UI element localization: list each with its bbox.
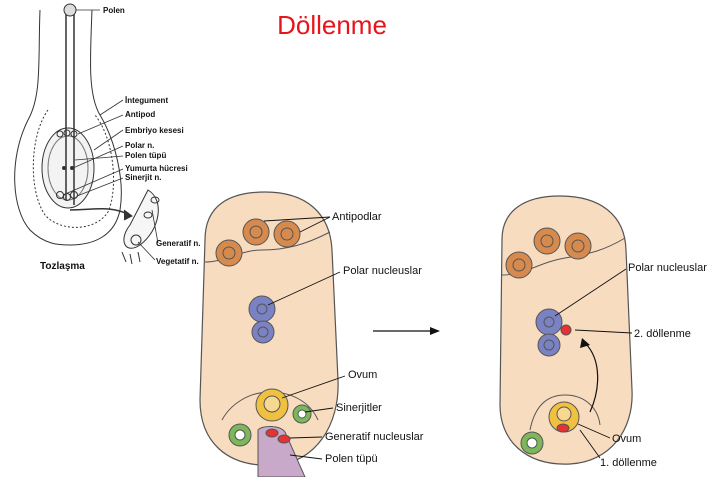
label-tozlasma: Tozlaşma (40, 261, 85, 272)
polar-nucleus (63, 167, 66, 170)
transition-arrow (373, 327, 440, 335)
left-embryo-sac (200, 192, 338, 477)
label-sinerjit-n: Sinerjit n. (125, 173, 161, 182)
right-sperm-nucleus-egg (557, 424, 569, 432)
pollen-grain (64, 4, 76, 16)
label-left-polen-tupu: Polen tüpü (325, 453, 378, 465)
label-right-ovum: Ovum (612, 433, 641, 445)
right-ovum (549, 402, 579, 432)
label-polar-n: Polar n. (125, 141, 154, 150)
label-embriyo-kesesi: Embriyo kesesi (125, 126, 184, 135)
ovule-outer-wall (15, 10, 122, 245)
label-vegetatif-n: Vegetatif n. (156, 257, 199, 266)
embryo-sac (42, 128, 94, 208)
label-antipodlar: Antipodlar (332, 211, 382, 223)
left-ovum (256, 389, 288, 421)
label-yumurta-hucresi: Yumurta hücresi (125, 164, 188, 173)
label-integument: İntegument (125, 96, 168, 105)
label-generatif-n: Generatif n. (156, 239, 200, 248)
label-birinci-dollenme: 1. döllenme (600, 457, 657, 469)
right-embryo-sac (500, 196, 632, 464)
label-polen: Polen (103, 6, 125, 15)
label-left-ovum: Ovum (348, 369, 377, 381)
label-right-polar-nucleuslar: Polar nucleuslar (628, 262, 707, 274)
label-ikinci-dollenme: 2. döllenme (634, 328, 691, 340)
label-polen-tupu: Polen tüpü (125, 151, 166, 160)
label-sinerjitler: Sinerjitler (336, 402, 382, 414)
label-left-polar-nucleuslar: Polar nucleuslar (343, 265, 422, 277)
label-generatif-nucleuslar: Generatif nucleuslar (325, 431, 424, 443)
label-antipod: Antipod (125, 110, 155, 119)
micropyle-arrow (70, 209, 130, 215)
right-sperm-nucleus-polar (561, 325, 571, 335)
right-synergids (521, 432, 543, 454)
